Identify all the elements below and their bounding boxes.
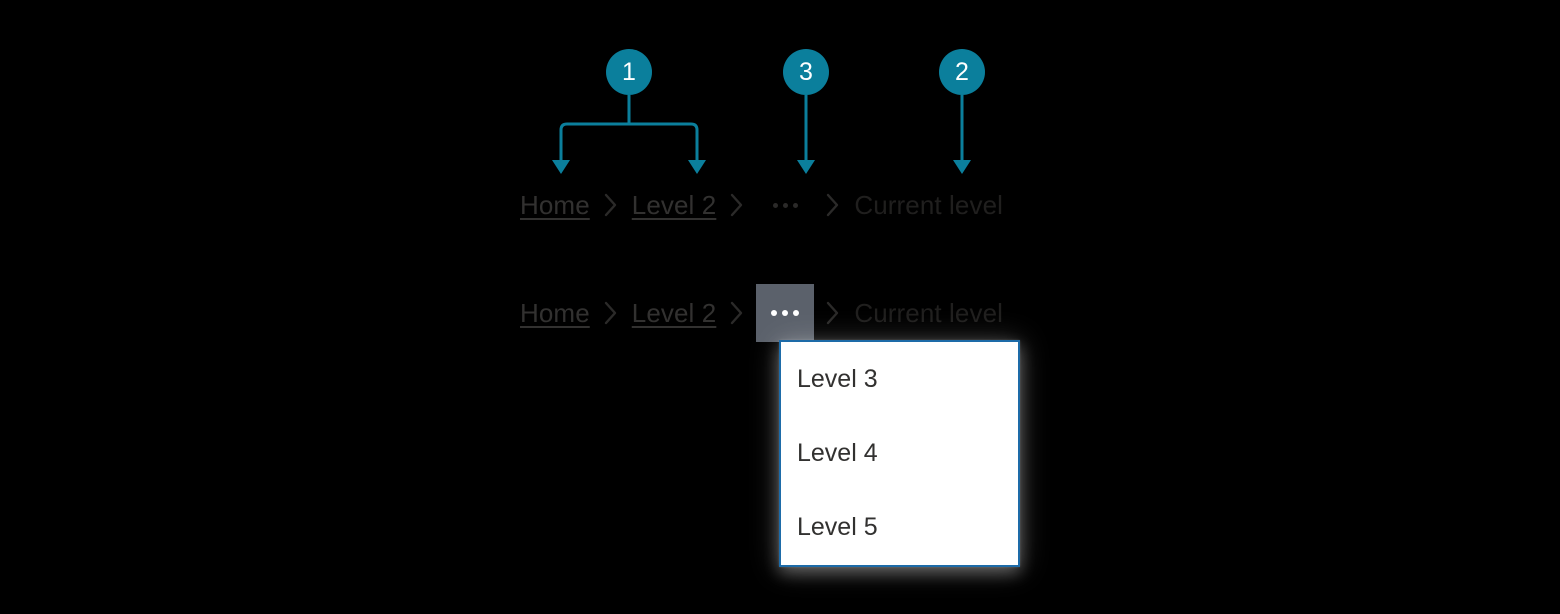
chevron-right-icon — [592, 300, 630, 326]
flyout-item-label: Level 4 — [797, 438, 878, 467]
chevron-right-icon — [718, 192, 756, 218]
callout-badge-1: 1 — [606, 49, 652, 95]
breadcrumb-overflow-button-pressed[interactable] — [756, 284, 815, 342]
breadcrumb-item-current-level: Current level — [854, 189, 1004, 220]
ellipsis-icon-dot — [772, 202, 778, 208]
callout-badge-3: 3 — [783, 49, 829, 95]
ellipsis-icon-dot — [771, 310, 778, 316]
ellipsis-icon-dot — [782, 310, 789, 316]
callout-2-connector — [953, 95, 971, 174]
ellipsis-icon-dot — [793, 310, 800, 316]
flyout-item-label: Level 3 — [797, 364, 878, 393]
breadcrumb-item-level-2[interactable]: Level 2 — [631, 189, 717, 220]
flyout-item-label: Level 5 — [797, 512, 878, 541]
callout-1-connector — [559, 95, 699, 138]
chevron-right-icon — [718, 300, 756, 326]
breadcrumb-item-home[interactable]: Home — [520, 297, 590, 328]
breadcrumb-bottom: Home Level 2 Current level — [518, 284, 1005, 342]
ellipsis-icon-dot — [782, 202, 788, 208]
chevron-right-icon — [592, 192, 630, 218]
breadcrumb-item-level-2[interactable]: Level 2 — [631, 297, 717, 328]
ellipsis-icon-dot — [792, 202, 798, 208]
flyout-item-level-4[interactable]: Level 4 — [781, 416, 1018, 490]
callout-3-connector — [797, 95, 815, 174]
breadcrumb-overflow-flyout: Level 3 Level 4 Level 5 — [779, 340, 1020, 567]
breadcrumb-top: Home Level 2 Current level — [518, 183, 1005, 227]
chevron-right-icon — [814, 300, 852, 326]
chevron-right-icon — [814, 192, 852, 218]
flyout-item-level-5[interactable]: Level 5 — [781, 490, 1018, 564]
breadcrumb-item-current-level: Current level — [854, 297, 1004, 328]
callout-badge-2: 2 — [939, 49, 985, 95]
breadcrumb-item-home[interactable]: Home — [520, 189, 590, 220]
breadcrumb-overflow-button[interactable] — [756, 183, 814, 227]
flyout-item-level-3[interactable]: Level 3 — [781, 342, 1018, 416]
callout-1-arrowheads — [552, 136, 706, 174]
